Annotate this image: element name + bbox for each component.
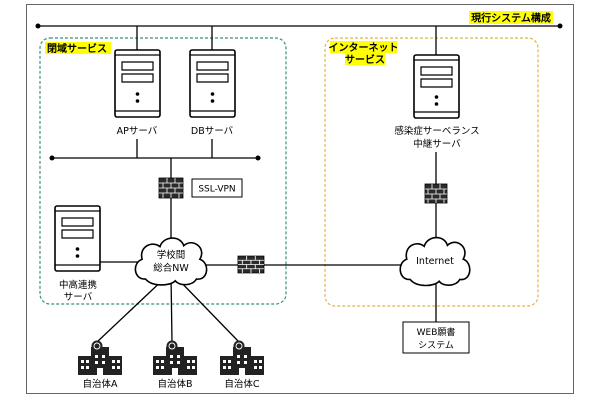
relay-server-label-line1: 感染症サーベランス bbox=[394, 125, 479, 137]
web-application-label-line1: WEB願書 bbox=[417, 326, 456, 338]
internet-zone-label-highlight-1 bbox=[330, 41, 397, 53]
building-clock bbox=[166, 340, 178, 352]
server-indicator-lights bbox=[210, 92, 215, 103]
top-backbone-end-left bbox=[35, 23, 41, 29]
municipality-c-label: 自治体C bbox=[224, 378, 260, 390]
server-trim bbox=[115, 54, 160, 112]
internet-zone-label-highlight-2 bbox=[345, 53, 385, 65]
internet-zone-label-line1: インターネット bbox=[329, 42, 399, 54]
ssl-vpn-box bbox=[191, 178, 243, 198]
chuko-server-label-line2: サーバ bbox=[64, 292, 93, 303]
db-server-label: DBサーバ bbox=[191, 126, 234, 137]
building-windows bbox=[81, 355, 120, 375]
server-body bbox=[189, 49, 236, 118]
building-clock bbox=[233, 340, 245, 352]
server-icon bbox=[413, 54, 460, 119]
cloud-icon bbox=[400, 238, 470, 286]
firewall-icon bbox=[424, 183, 448, 204]
ap-server-label: APサーバ bbox=[117, 126, 158, 137]
municipality-a bbox=[78, 340, 122, 375]
server-drive-bays bbox=[121, 61, 154, 83]
db-server bbox=[189, 49, 236, 118]
server-trim bbox=[190, 54, 235, 112]
municipality-b bbox=[153, 340, 197, 375]
firewall-bricks bbox=[159, 178, 183, 198]
firewall-icon bbox=[237, 255, 265, 274]
title-highlight bbox=[469, 11, 553, 24]
closed-zone-label-highlight bbox=[45, 42, 111, 54]
diagram-title: 現行システム構成 bbox=[471, 12, 551, 25]
top-backbone-end-right bbox=[557, 23, 563, 29]
firewall-bricks bbox=[425, 184, 447, 203]
municipality-a-label: 自治体A bbox=[83, 378, 119, 390]
server-body bbox=[114, 49, 161, 118]
closed-zone-label: 閉域サービス bbox=[47, 42, 107, 55]
closed-service-zone bbox=[39, 37, 287, 305]
cloud-icon bbox=[135, 238, 206, 285]
building-icon bbox=[78, 340, 122, 375]
ssl-vpn-label: SSL-VPN bbox=[198, 185, 235, 195]
server-drive-bays bbox=[61, 217, 94, 239]
server-icon bbox=[114, 49, 161, 118]
ap-server bbox=[114, 49, 161, 118]
internet-zone-label-line2: サービス bbox=[345, 53, 385, 66]
firewall-icon bbox=[158, 177, 184, 199]
school-network-to-municipality-b-line bbox=[170, 274, 173, 343]
chuko-server-label-line1: 中高連携 bbox=[59, 279, 97, 291]
internet-service-zone bbox=[324, 37, 539, 307]
school-network-to-municipality-a-line bbox=[96, 274, 169, 343]
server-drive-bays bbox=[420, 66, 453, 88]
school-network-to-municipality-c-line bbox=[173, 274, 240, 343]
building-clock bbox=[91, 340, 103, 352]
lan-line-end-right bbox=[255, 155, 261, 161]
server-trim bbox=[55, 210, 100, 266]
lan-line-end-left bbox=[49, 155, 55, 161]
server-indicator-lights bbox=[434, 95, 439, 106]
building-windows bbox=[223, 355, 262, 375]
relay-server-label-line2: 中継サーバ bbox=[413, 138, 461, 150]
building-clock-face bbox=[235, 342, 243, 350]
building-clock-face bbox=[93, 342, 101, 350]
firewall-bricks bbox=[238, 256, 264, 274]
municipality-b-label: 自治体B bbox=[157, 378, 192, 390]
building-windows bbox=[156, 355, 195, 375]
server-indicator-lights bbox=[135, 92, 140, 103]
chuko-renkei-server bbox=[54, 205, 101, 272]
server-icon bbox=[54, 205, 101, 272]
server-drive-bays bbox=[196, 61, 229, 83]
internet-label: Internet bbox=[416, 256, 454, 267]
school-network-label-line1: 学校間 bbox=[157, 249, 186, 261]
server-trim bbox=[414, 59, 459, 113]
web-application-label-line2: システム bbox=[418, 340, 454, 351]
municipality-c bbox=[220, 340, 264, 375]
server-icon bbox=[189, 49, 236, 118]
surveillance-relay-server bbox=[413, 54, 460, 119]
diagram-frame bbox=[26, 4, 574, 394]
building-icon bbox=[153, 340, 197, 375]
server-indicator-lights bbox=[75, 247, 80, 258]
web-application-box bbox=[402, 321, 470, 354]
building-icon bbox=[220, 340, 264, 375]
building-clock-face bbox=[168, 342, 176, 350]
school-network-label-line2: 総合NW bbox=[153, 262, 189, 274]
